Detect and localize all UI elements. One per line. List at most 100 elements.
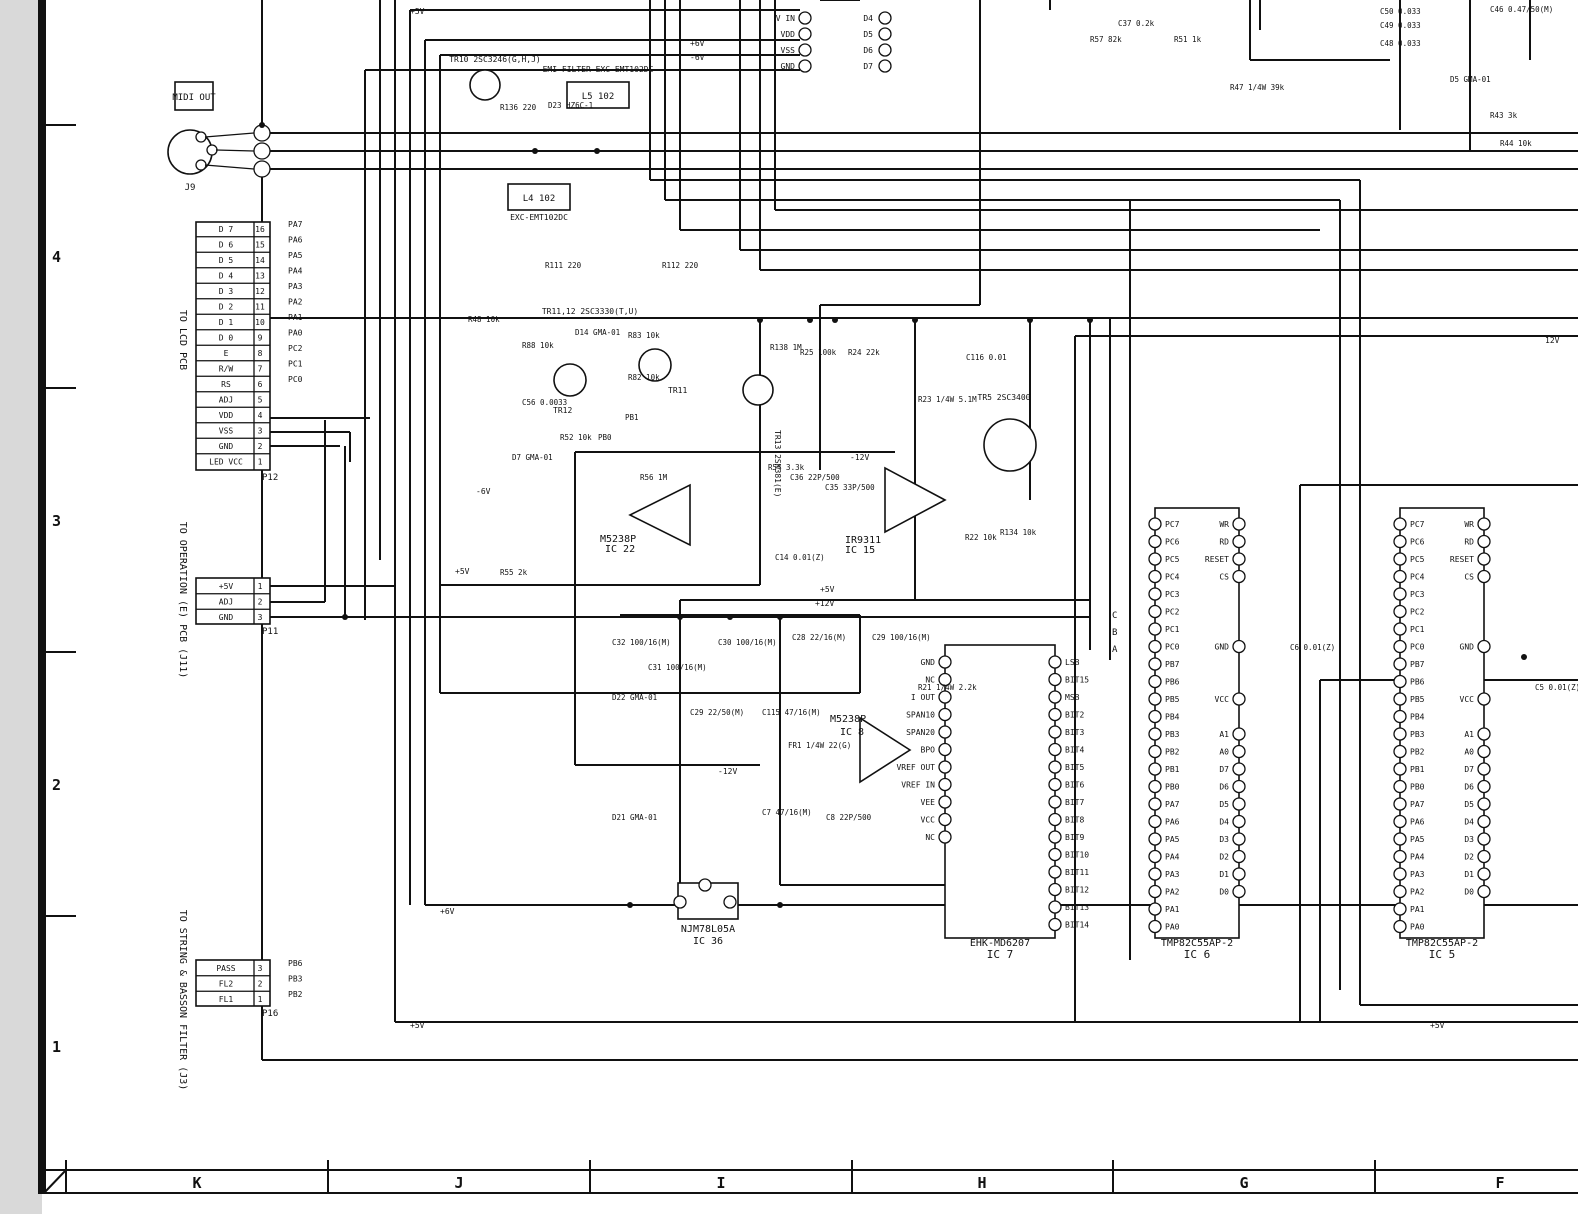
ic-pin — [878, 59, 892, 73]
ic-pin-label: BIT8 — [1065, 816, 1084, 825]
component-label: C56 0.0033 — [522, 398, 567, 407]
ic-8-opamp: IC 8 M5238P — [830, 714, 912, 784]
connector-net-label: PA3 — [288, 282, 303, 291]
component-label: D23 HZ6C-1 — [548, 101, 593, 110]
ic-pin-label: PB4 — [1165, 713, 1180, 722]
ic-pin — [1232, 744, 1246, 759]
ic-pin — [1232, 552, 1246, 566]
connector-pin-number: 2 — [258, 980, 263, 989]
ic-pin — [1148, 692, 1162, 706]
svg-text:P16: P16 — [262, 1009, 278, 1019]
ic-pin — [1148, 779, 1162, 794]
ic-pin — [1048, 742, 1062, 757]
component-label: PB1 — [625, 413, 639, 422]
ic-pin-label: BIT2 — [1065, 711, 1084, 720]
ic-pin-label: PC0 — [1410, 643, 1425, 652]
transistor-tr5: TR5 2SC3400 — [978, 393, 1037, 472]
column-label: J — [454, 1174, 463, 1192]
component-label: R51 1k — [1174, 35, 1202, 44]
connector-pin-number: 10 — [255, 318, 265, 327]
ic-pin-label: PA7 — [1410, 800, 1425, 809]
ic-pin-label: LSB — [1065, 658, 1080, 667]
svg-text:IC 8: IC 8 — [840, 727, 864, 738]
ic-pin-label: PA4 — [1165, 853, 1180, 862]
ic-pin — [1148, 762, 1162, 776]
component-label: C36 22P/500 — [790, 473, 840, 482]
ic-pin-label: PC3 — [1165, 590, 1180, 599]
ic-pin — [938, 690, 952, 704]
ic-pin — [1148, 587, 1162, 601]
junction-dots — [259, 122, 1527, 908]
ic-pin — [1148, 744, 1162, 759]
ic-pin-label: D6 — [1464, 783, 1474, 792]
ic-pin-label: VCC — [921, 816, 936, 825]
ic-pin — [1393, 884, 1407, 899]
ic-pin — [798, 27, 812, 41]
ic-pin-label: VEE — [921, 798, 936, 807]
ic-pin-label: PB2 — [1410, 748, 1425, 757]
component-label: R44 10k — [1500, 139, 1532, 148]
transistor-tr13: TR13 2SK381(E) — [742, 374, 782, 497]
ic-pin-label: PB2 — [1165, 748, 1180, 757]
svg-text:IC 36: IC 36 — [693, 936, 723, 947]
ic-pin — [1393, 867, 1407, 881]
ic-pin — [1232, 727, 1246, 741]
ic-pin-label: MSB — [1065, 693, 1080, 702]
connector-pin-name: PASS — [216, 964, 235, 973]
ic-pin — [1477, 744, 1491, 759]
ic-pin-label: PC2 — [1410, 608, 1425, 617]
connector-net-label: PB6 — [288, 959, 303, 968]
junction-marks: A B C — [1112, 611, 1118, 655]
svg-text:+5V: +5V — [1430, 1021, 1445, 1030]
ic-pin-label: PB5 — [1165, 695, 1180, 704]
ic-pin-label: BIT10 — [1065, 851, 1089, 860]
ic-pin-label: PC7 — [1165, 520, 1180, 529]
connector-pin-number: 1 — [258, 582, 263, 591]
ic-pin-label: PC4 — [1410, 573, 1425, 582]
ic-pin-label: VREF IN — [901, 781, 935, 790]
ic-pin — [1148, 849, 1162, 864]
ic-pin-label: GND — [781, 62, 796, 71]
ic-pin — [1232, 832, 1246, 846]
ic-pin-label: I OUT — [911, 693, 935, 702]
component-label: R138 1M — [770, 343, 802, 352]
ic-pin-label: PA7 — [1165, 800, 1180, 809]
ic-pin — [1048, 777, 1062, 792]
connector-pin-number: 14 — [255, 256, 265, 265]
svg-text:EXC-EMT102DC: EXC-EMT102DC — [510, 213, 568, 222]
transistor-tr11: TR11 — [638, 348, 687, 395]
ic-pin-label: GND — [1460, 643, 1475, 652]
ic-pin-label: RESET — [1450, 555, 1474, 564]
ic-pin-label: D5 — [863, 30, 873, 39]
connector-net-label: PA6 — [288, 236, 303, 245]
svg-text:TR11: TR11 — [668, 386, 687, 395]
connector-net-label: PA0 — [288, 329, 303, 338]
connector-pin-number: 4 — [258, 411, 263, 420]
connector-pin-name: D 6 — [219, 241, 234, 250]
ic-pin — [1048, 760, 1062, 774]
component-label: C5 0.01(Z) — [1535, 683, 1578, 692]
ic-pin — [1393, 814, 1407, 829]
component-label: R21 1/4W 2.2k — [918, 683, 977, 692]
ic-pin — [1232, 779, 1246, 794]
ic-pin — [878, 11, 892, 25]
ic-pin — [1232, 797, 1246, 811]
ic-pin-label: VREF OUT — [896, 763, 935, 772]
ic-pin — [1148, 832, 1162, 846]
ic-pin-label: GND — [921, 658, 936, 667]
ic-pin-label: PA0 — [1410, 923, 1425, 932]
connector-net-label: PC1 — [288, 360, 303, 369]
ic-pin-label: D7 — [1464, 765, 1474, 774]
ic-pin-label: BIT4 — [1065, 746, 1084, 755]
ic-pin-label: BIT5 — [1065, 763, 1084, 772]
ic-pin — [1477, 552, 1491, 566]
ic-pin — [1148, 552, 1162, 566]
ic-pin-label: PA6 — [1410, 818, 1425, 827]
ic-pin — [1232, 517, 1246, 531]
ic-pin-label: D0 — [1219, 888, 1229, 897]
ic-pin-label: D5 — [1219, 800, 1229, 809]
ic-pin-label: BIT9 — [1065, 833, 1084, 842]
svg-text:TR12: TR12 — [553, 406, 572, 415]
